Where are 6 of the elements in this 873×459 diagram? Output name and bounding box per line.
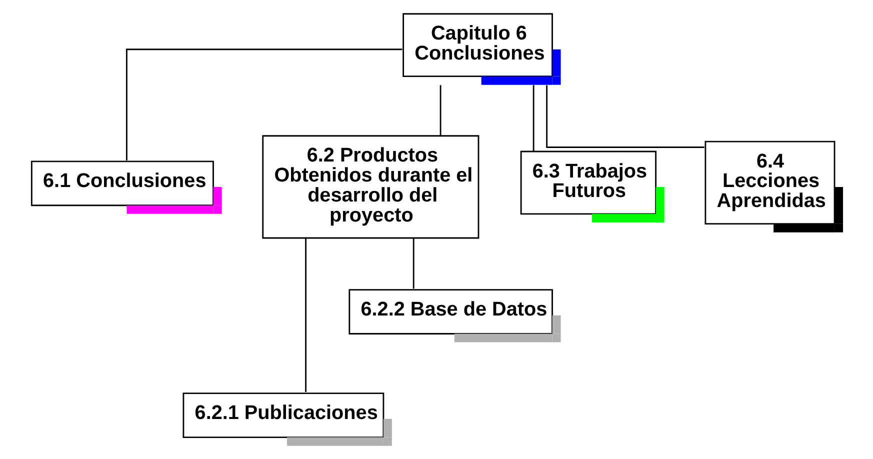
connector — [126, 48, 402, 160]
connector — [412, 238, 414, 289]
connector — [546, 85, 704, 148]
connector — [304, 238, 306, 392]
connector — [532, 85, 534, 152]
connector — [439, 85, 441, 136]
